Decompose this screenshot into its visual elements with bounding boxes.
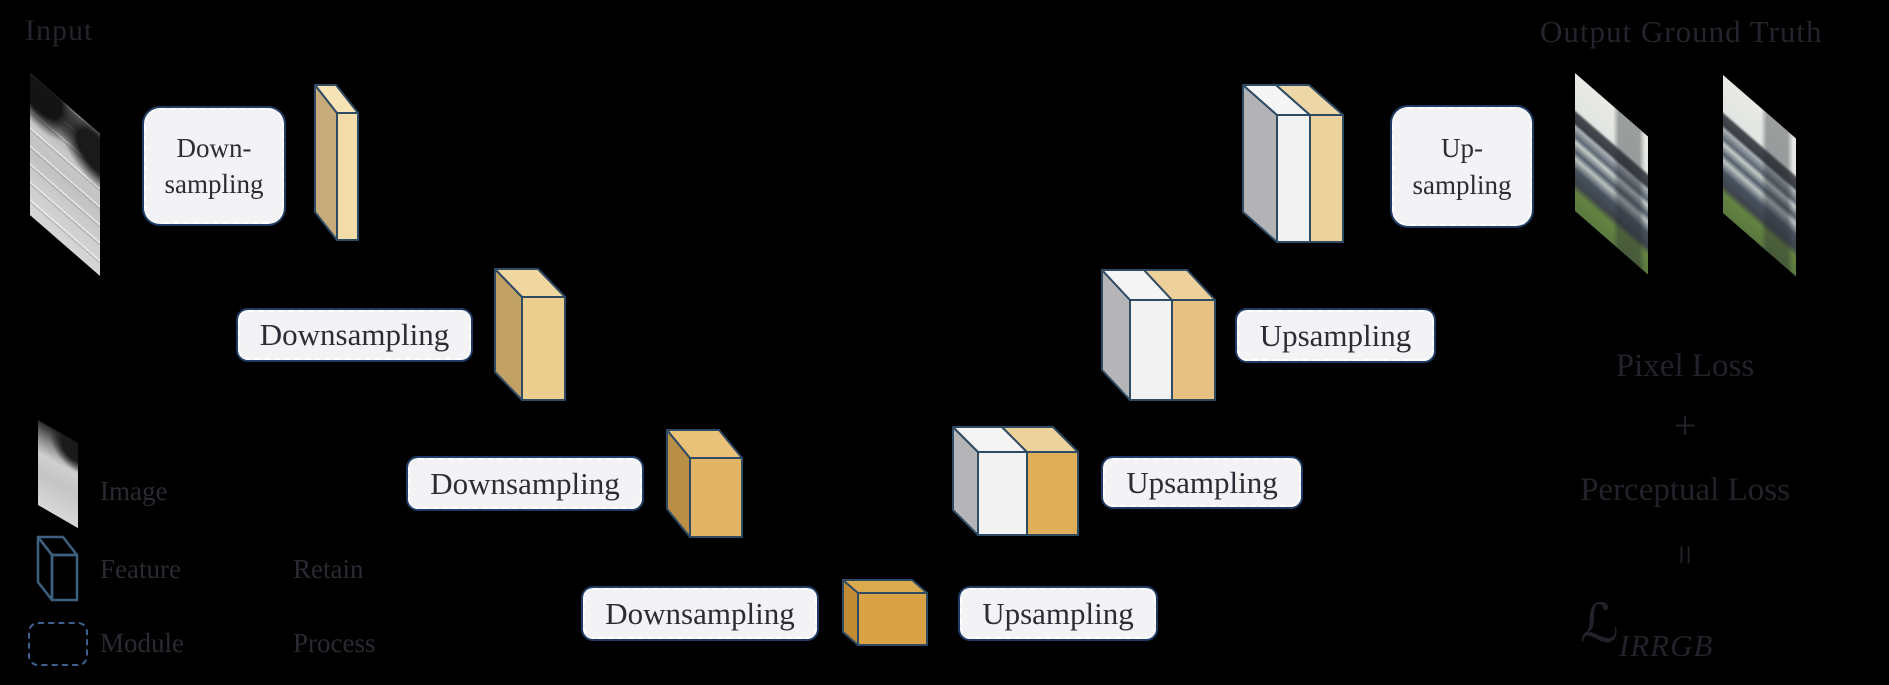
feature-block-down-2 xyxy=(494,268,566,401)
loss-symbol: ℒIRRGB xyxy=(1580,592,1713,663)
script-L-symbol: ℒ xyxy=(1580,592,1619,655)
equals-sign: = xyxy=(1665,544,1705,566)
perceptual-loss-label: Perceptual Loss xyxy=(1580,472,1790,508)
feature-wireframe-icon xyxy=(36,535,79,602)
legend-retain-label: Retain xyxy=(293,554,364,584)
module-upsampling-line2: sampling xyxy=(1412,169,1512,200)
module-downsampling-line1: Down- xyxy=(176,132,252,163)
input-title: Input xyxy=(25,14,94,47)
legend-module-icon xyxy=(28,622,88,666)
feature-block-up-1 xyxy=(1242,84,1344,243)
label-upsampling-4: Upsampling xyxy=(960,588,1156,639)
module-upsampling-main: Up- sampling xyxy=(1392,107,1532,226)
legend-module-label: Module xyxy=(100,628,184,658)
feature-block-bottleneck xyxy=(842,579,928,646)
loss-subscript: IRRGB xyxy=(1618,628,1714,663)
module-downsampling-line2: sampling xyxy=(164,169,264,199)
label-downsampling-2: Downsampling xyxy=(238,310,471,360)
legend-image-label: Image xyxy=(100,476,168,506)
plus-sign: + xyxy=(1673,403,1697,448)
label-downsampling-3: Downsampling xyxy=(408,458,642,509)
label-downsampling-4: Downsampling xyxy=(583,588,817,639)
pixel-loss-label: Pixel Loss xyxy=(1615,348,1755,384)
legend-process-label: Process xyxy=(293,628,376,658)
module-upsampling-line1: Up- xyxy=(1441,133,1483,164)
output-ground-truth-title: Output Ground Truth xyxy=(1540,14,1823,49)
feature-block-down-3 xyxy=(666,429,743,538)
label-upsampling-2: Upsampling xyxy=(1237,310,1434,361)
feature-block-up-2 xyxy=(1101,269,1216,401)
label-upsampling-3: Upsampling xyxy=(1103,458,1301,507)
feature-block-down-1 xyxy=(314,84,359,241)
feature-block-up-3 xyxy=(952,426,1079,536)
module-downsampling-main: Down- sampling xyxy=(144,108,284,224)
legend-feature-label: Feature xyxy=(100,554,181,584)
